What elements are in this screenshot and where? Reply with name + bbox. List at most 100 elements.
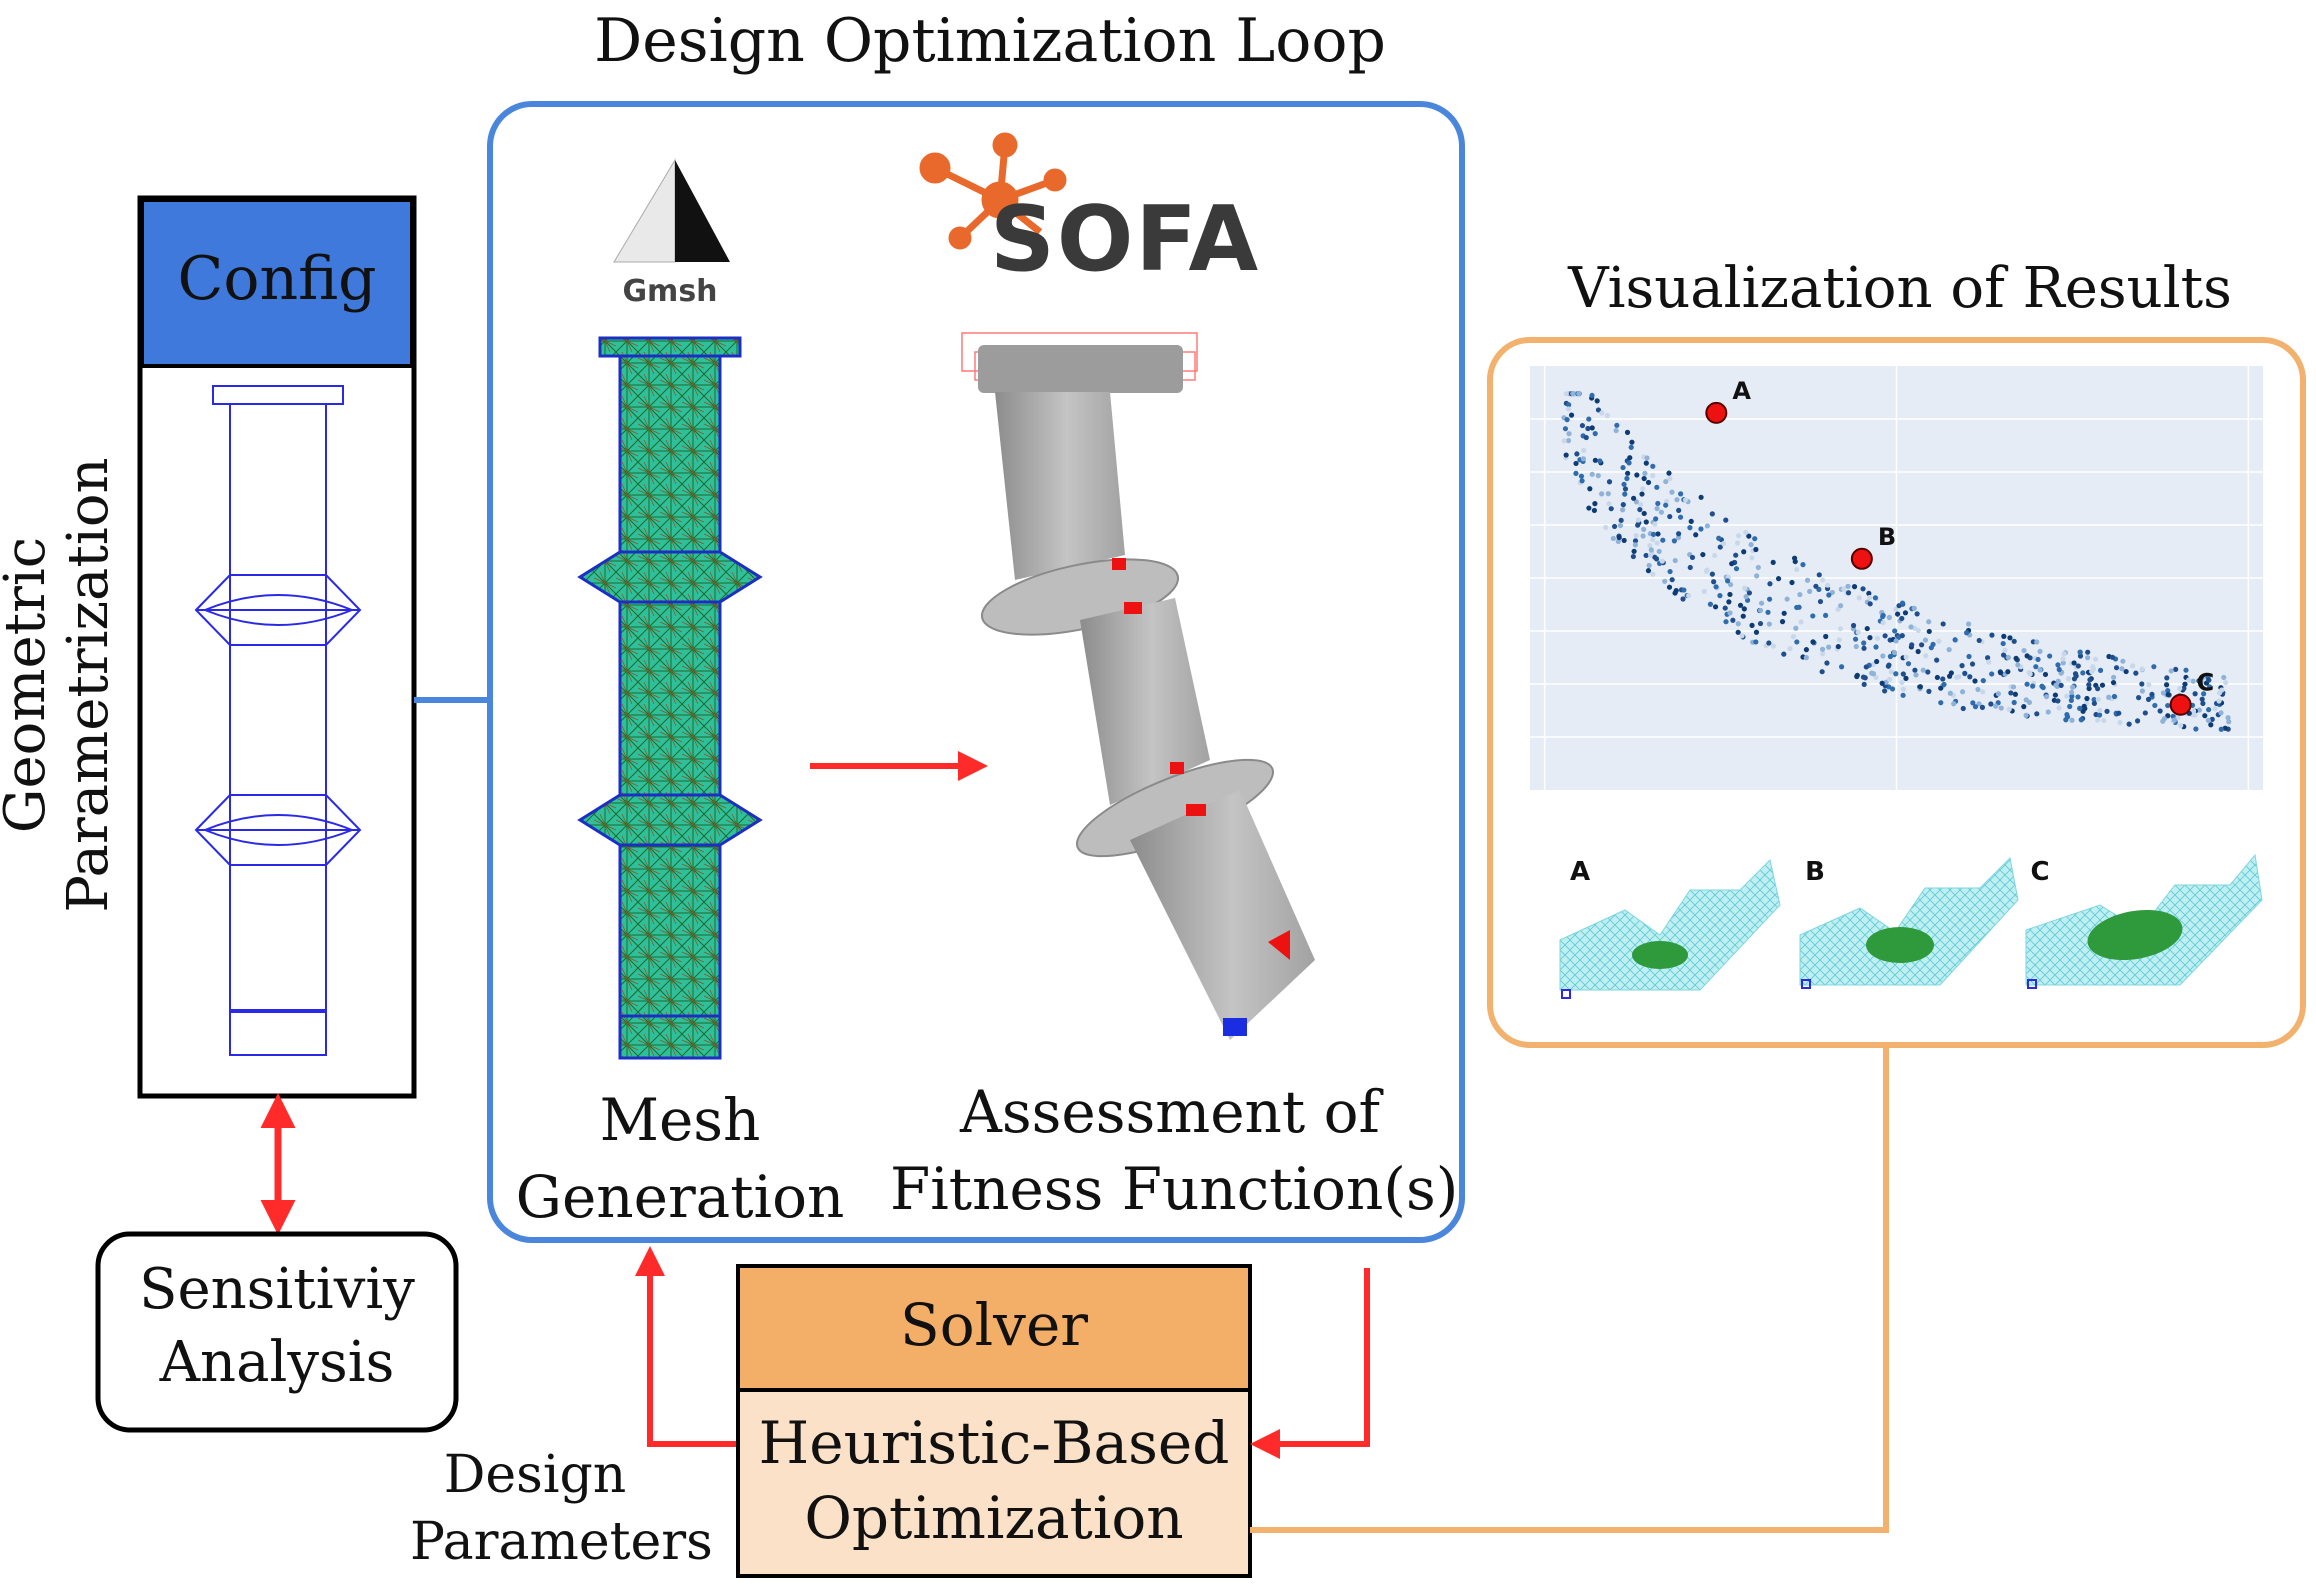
chart-point <box>1673 588 1679 594</box>
chart-point <box>1642 470 1648 476</box>
chart-point <box>1574 451 1580 457</box>
chart-point <box>1573 460 1579 467</box>
chart-point <box>1836 637 1842 643</box>
chart-point <box>1620 502 1626 508</box>
chart-point <box>2205 717 2211 724</box>
solver-body-label: Heuristic-Based Optimization <box>738 1406 1250 1557</box>
results-title: Visualization of Results <box>1568 256 2232 321</box>
chart-point <box>2087 677 2093 683</box>
chart-point <box>1712 552 1718 559</box>
chart-point <box>1733 552 1739 558</box>
chart-point <box>1709 571 1715 577</box>
chart-point <box>1688 518 1694 524</box>
chart-point <box>1643 519 1649 525</box>
chart-point <box>2078 717 2084 723</box>
chart-point <box>1599 491 1605 497</box>
chart-point <box>2071 676 2078 682</box>
chart-point <box>1902 610 1909 616</box>
chart-point <box>1687 525 1693 531</box>
solver-to-loop-arrow <box>635 1246 736 1447</box>
chart-point <box>1792 558 1798 565</box>
chart-point <box>2223 679 2229 686</box>
chart-point <box>2160 690 2167 696</box>
chart-point <box>1817 598 1824 605</box>
chart-point <box>1591 507 1597 514</box>
thumbnail-b <box>1799 856 2019 989</box>
chart-point <box>1917 684 1923 690</box>
chart-point <box>1989 671 1995 677</box>
chart-point <box>1625 470 1631 476</box>
chart-point <box>2081 703 2087 709</box>
chart-point <box>1905 661 1912 667</box>
chart-point <box>1874 658 1880 665</box>
chart-point <box>1976 701 1982 707</box>
chart-point <box>2206 684 2213 690</box>
chart-point <box>1892 628 1898 634</box>
chart-point <box>1989 632 1995 638</box>
gmsh-logo <box>613 158 730 263</box>
chart-point <box>1820 577 1826 583</box>
chart-point <box>2071 660 2077 666</box>
chart-point <box>1880 620 1886 626</box>
chart-point <box>1794 566 1800 573</box>
highlight-label-b: B <box>1878 523 1896 551</box>
chart-point <box>1743 529 1749 535</box>
chart-point <box>2011 699 2017 706</box>
chart-point <box>1915 648 1921 655</box>
chart-point <box>1616 534 1622 541</box>
chart-point <box>1713 584 1719 590</box>
chart-point <box>1825 582 1831 588</box>
chart-point <box>1899 633 1905 639</box>
chart-point <box>2075 694 2081 700</box>
thumbnail-label-a: A <box>1569 857 1591 887</box>
chart-point <box>2069 717 2075 723</box>
chart-point <box>1650 536 1656 543</box>
chart-point <box>1873 644 1879 650</box>
chart-point <box>1586 416 1592 422</box>
chart-point <box>1837 626 1844 632</box>
chart-point <box>1568 412 1575 418</box>
chart-point <box>1880 613 1886 620</box>
chart-point <box>2134 718 2141 724</box>
chart-point <box>2013 655 2019 661</box>
chart-point <box>1804 577 1811 583</box>
chart-point <box>2192 691 2198 697</box>
chart-point <box>1693 532 1699 538</box>
chart-point <box>1643 460 1649 466</box>
chart-point <box>1741 549 1747 555</box>
chart-point <box>1998 705 2004 711</box>
chart-point <box>1635 517 1642 523</box>
highlight-label-c: C <box>2197 669 2215 697</box>
chart-point <box>1861 640 1867 646</box>
chart-point <box>2069 693 2075 699</box>
chart-point <box>2085 655 2091 661</box>
sofa-logo-icon <box>919 132 1067 250</box>
chart-point <box>1717 544 1723 550</box>
chart-point <box>1793 625 1799 631</box>
chart-point <box>1619 507 1626 513</box>
chart-point <box>2151 664 2157 670</box>
chart-point <box>1564 417 1570 423</box>
chart-point <box>1613 427 1619 434</box>
chart-point <box>2196 707 2202 713</box>
chart-point <box>1959 663 1965 669</box>
chart-point <box>1618 517 1624 523</box>
chart-point <box>1754 573 1760 579</box>
chart-point <box>2193 726 2199 732</box>
highlight-point-c <box>2169 693 2192 716</box>
chart-point <box>1915 627 1921 634</box>
chart-point <box>2021 647 2027 654</box>
highlight-point-b <box>1850 547 1873 570</box>
chart-point <box>1755 564 1761 571</box>
chart-point <box>1682 497 1689 503</box>
chart-point <box>1579 478 1585 484</box>
mesh-generation-label: Mesh Generation <box>510 1082 850 1235</box>
chart-point <box>2110 679 2117 686</box>
chart-point <box>1922 637 1929 643</box>
chart-point <box>2095 696 2101 702</box>
chart-point <box>1886 676 1893 682</box>
chart-point <box>1883 679 1889 685</box>
chart-point <box>1640 533 1646 539</box>
chart-point <box>1923 653 1929 659</box>
chart-point <box>2202 713 2208 719</box>
